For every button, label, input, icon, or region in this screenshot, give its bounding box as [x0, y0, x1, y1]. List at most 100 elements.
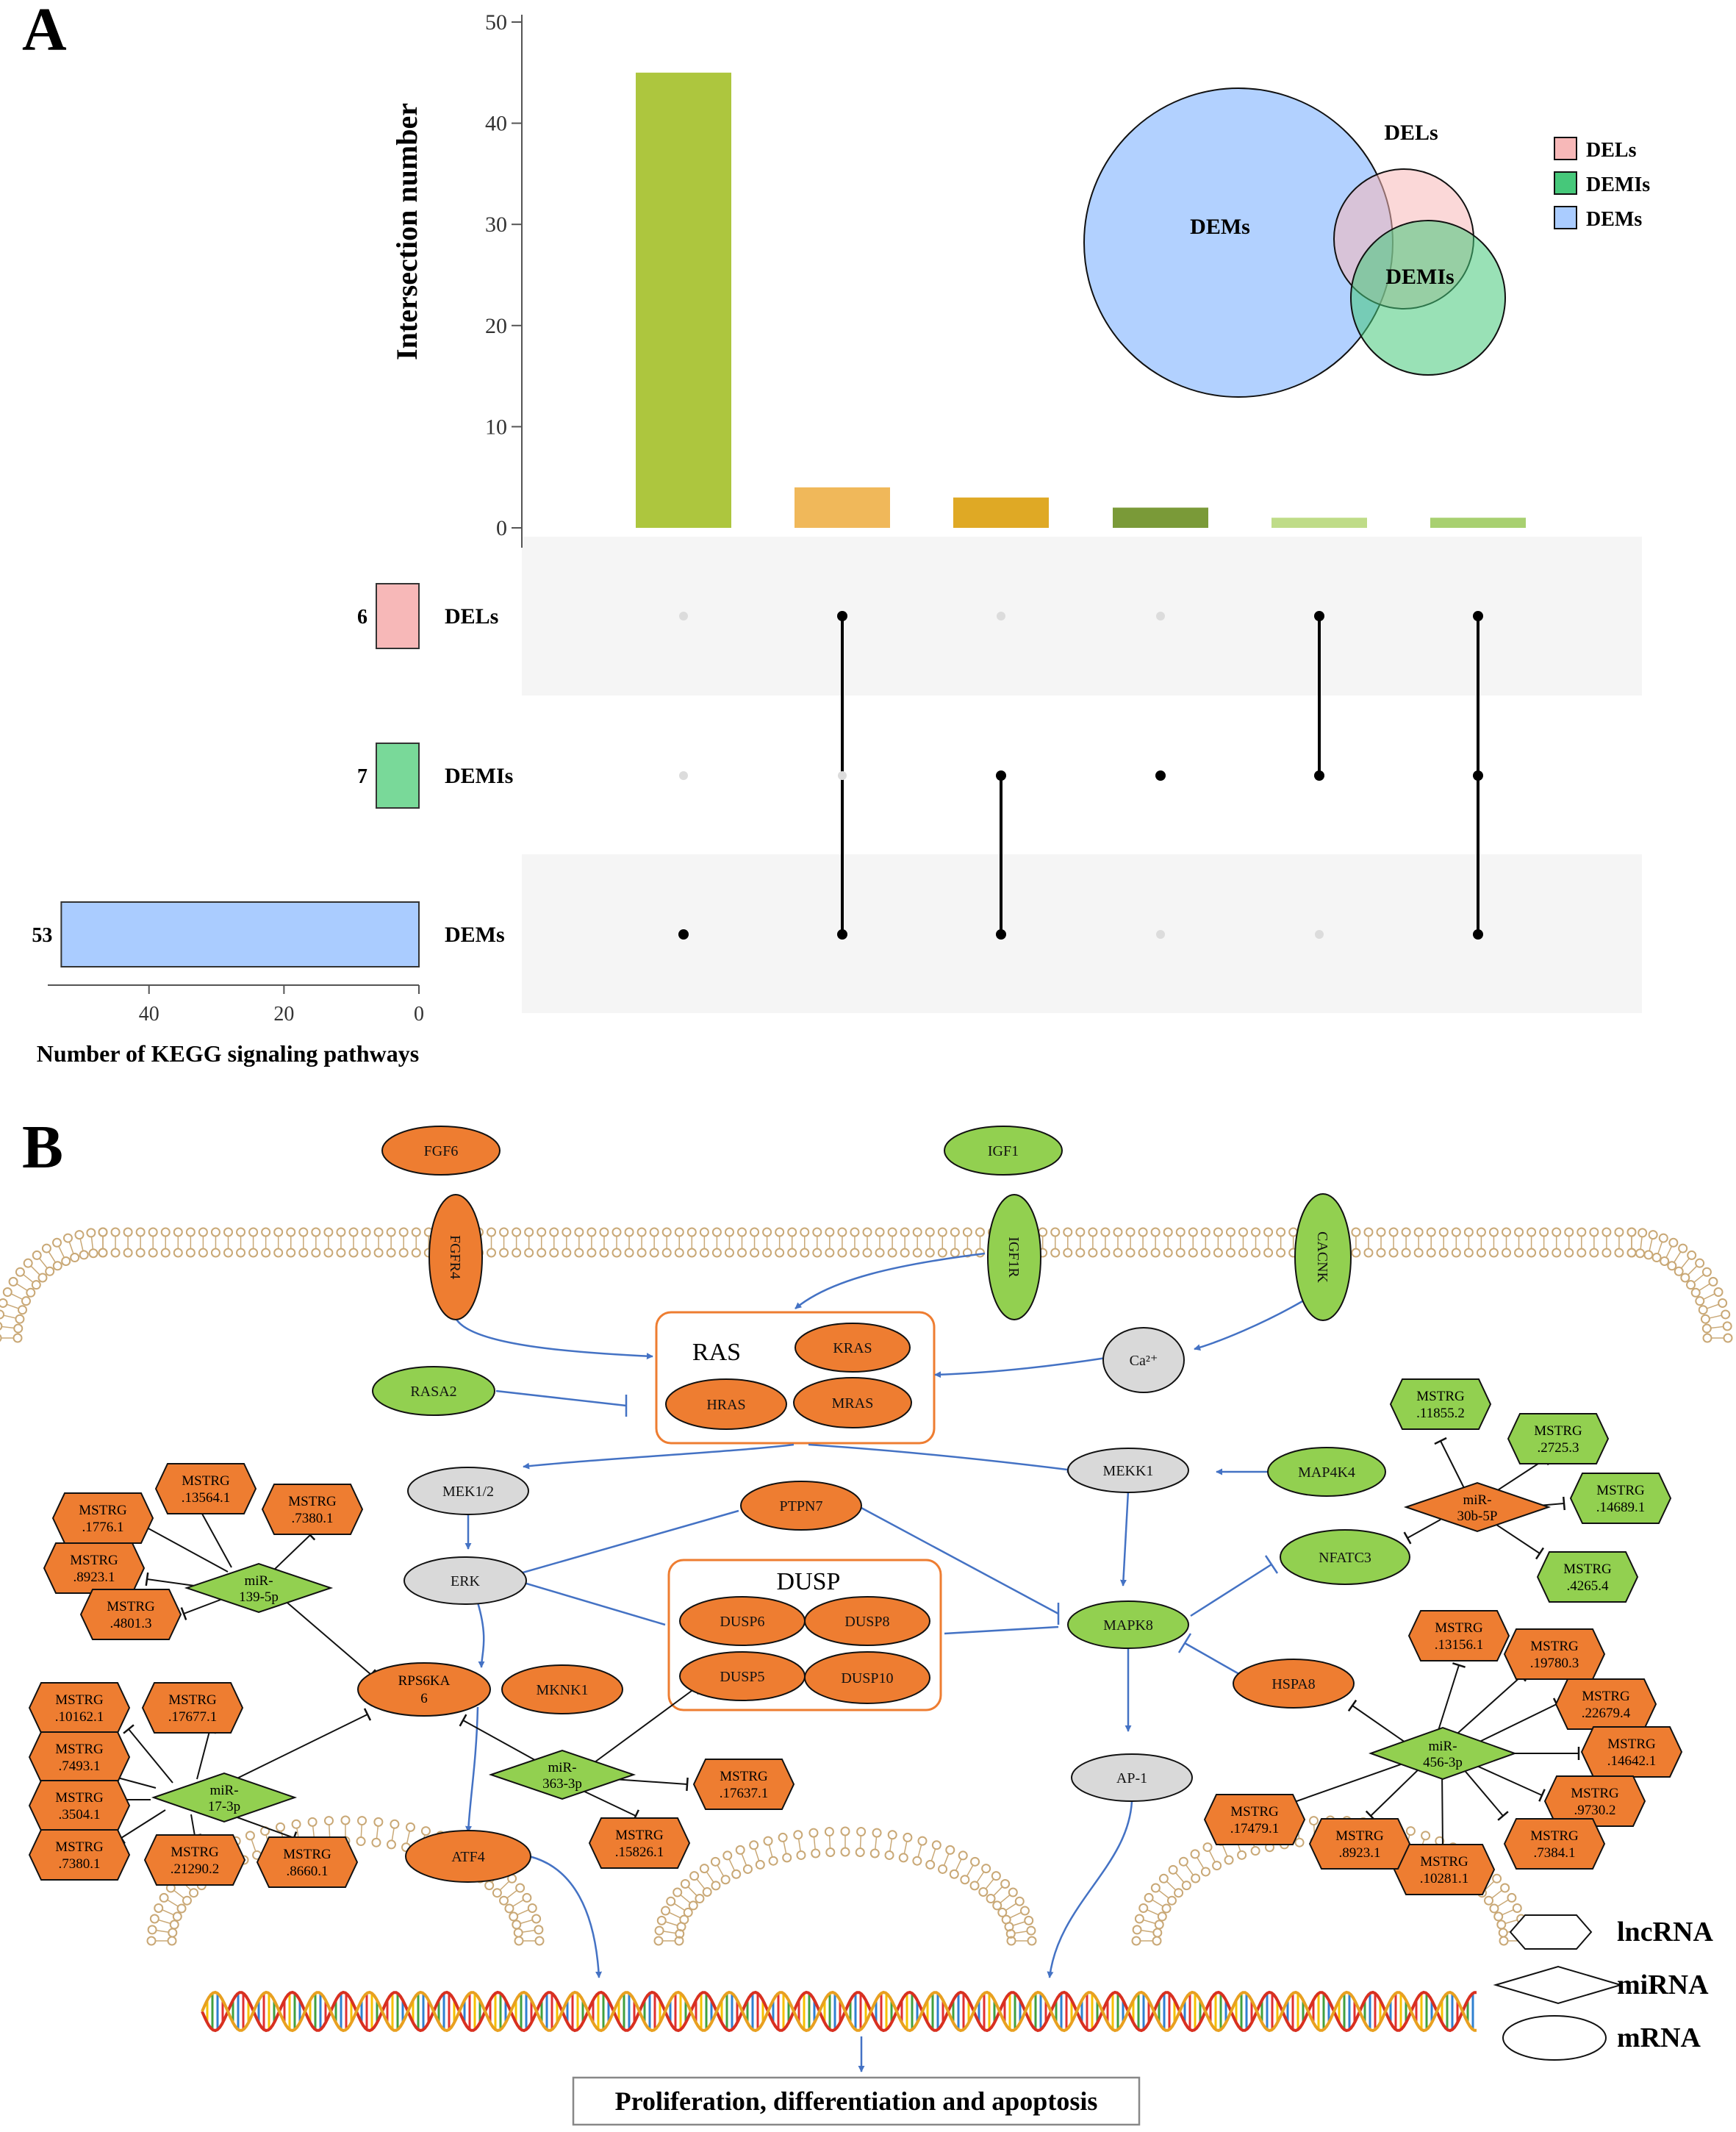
lipid-head — [1492, 1873, 1502, 1884]
lipid-head — [950, 1227, 960, 1237]
lncrna-l14689: MSTRG.14689.1 — [1569, 1473, 1672, 1524]
edge-m456-l17479 — [1285, 1760, 1412, 1806]
node-atf4-label: ATF4 — [451, 1849, 485, 1865]
bar-4 — [1113, 507, 1208, 528]
lipid-head — [1493, 1911, 1504, 1922]
node-mekk1-shape — [1067, 1448, 1189, 1493]
lipid-tail — [1657, 1241, 1663, 1255]
lipid-head — [21, 1296, 31, 1306]
mirna-m363-shape — [488, 1749, 636, 1800]
lncrna-l2725: MSTRG.2725.3 — [1507, 1413, 1610, 1464]
lipid-head — [1308, 1816, 1319, 1826]
venn-label-dems: DEMs — [1190, 215, 1250, 239]
lncrna-l13156: MSTRG.13156.1 — [1407, 1610, 1510, 1661]
edge-ras-mekk1 — [808, 1443, 1074, 1473]
lipid-head — [1225, 1248, 1235, 1258]
lipid-head — [361, 1248, 371, 1258]
lipid-head — [537, 1227, 547, 1237]
lipid-head — [925, 1859, 936, 1870]
mirna-m30b-label-2: 30b-5P — [1457, 1509, 1498, 1524]
lipid-head — [1723, 1333, 1733, 1343]
lipid-head — [674, 1248, 684, 1258]
lipid-head — [699, 1248, 709, 1258]
lipid-tail — [155, 1929, 169, 1933]
lipid-head — [811, 1848, 821, 1859]
lncrna-l8923b-label-2: .8923.1 — [1339, 1845, 1381, 1861]
lipid-tail — [1484, 1881, 1495, 1891]
lipid-head — [1200, 1867, 1210, 1877]
lipid-tail — [1009, 1911, 1022, 1919]
lipid-head — [340, 1815, 351, 1825]
lipid-head — [793, 1830, 803, 1840]
lipid-head — [286, 1248, 296, 1258]
lncrna-l9730-label-1: MSTRG — [1571, 1786, 1619, 1801]
lipid-head — [1451, 1248, 1461, 1258]
lipid-head — [680, 1878, 690, 1889]
lipid-head — [812, 1227, 822, 1237]
lipid-head — [1175, 1227, 1186, 1237]
edge-m139-l13564 — [198, 1506, 232, 1568]
lipid-head — [695, 1894, 705, 1904]
lipid-head — [1019, 1906, 1030, 1916]
lncrna-l21290: MSTRG.21290.2 — [143, 1834, 246, 1886]
lipid-head — [1626, 1227, 1637, 1237]
lipid-tail — [1005, 1903, 1017, 1911]
node-ptpn7: PTPN7 — [740, 1481, 862, 1531]
lipid-head — [1250, 1846, 1260, 1856]
lipid-tail — [1673, 1251, 1682, 1263]
lipid-head — [487, 1248, 497, 1258]
lipid-head — [750, 1227, 760, 1237]
lipid-tail — [522, 1929, 536, 1933]
edge-rasa2-ras — [495, 1389, 627, 1407]
lipid-head — [1224, 1855, 1234, 1865]
lipid-head — [656, 1915, 667, 1925]
lipid-tail — [1649, 1238, 1653, 1252]
lipid-head — [1163, 1248, 1173, 1258]
lipid-head — [1213, 1227, 1223, 1237]
lipid-head — [537, 1248, 547, 1258]
lncrna-l2725-label-1: MSTRG — [1534, 1423, 1582, 1439]
lipid-tail — [1, 1326, 15, 1329]
lipid-head — [1635, 1248, 1646, 1259]
lipid-head — [960, 1875, 970, 1885]
edge-m139-l4801 — [183, 1599, 221, 1614]
mirna-m17-label-2: 17-3p — [208, 1799, 240, 1814]
lipid-head — [261, 1227, 271, 1237]
lipid-head — [887, 1830, 897, 1840]
lipid-tail — [985, 1878, 994, 1890]
lipid-head — [978, 1886, 989, 1897]
lipid-tail — [6, 1303, 20, 1309]
lipid-head — [373, 1227, 384, 1237]
node-cacnk-shape — [1294, 1193, 1352, 1321]
lipid-head — [862, 1227, 872, 1237]
lipid-head — [98, 1248, 108, 1258]
node-mek12-label: MEK1/2 — [442, 1484, 494, 1500]
lipid-tail — [328, 1824, 331, 1838]
lipid-tail — [687, 1886, 697, 1897]
lipid-head — [1552, 1227, 1562, 1237]
lipid-head — [937, 1248, 947, 1258]
lipid-tail — [68, 1241, 74, 1255]
legend-mirna-label: miRNA — [1617, 1970, 1709, 2000]
node-cacnk: CACNK — [1294, 1193, 1352, 1321]
lipid-head — [1438, 1248, 1449, 1258]
lipid-head — [531, 1914, 542, 1924]
lipid-head — [1154, 1920, 1164, 1930]
lipid-head — [1175, 1248, 1186, 1258]
lipid-head — [970, 1856, 980, 1867]
lipid-head — [1498, 1928, 1508, 1938]
lipid-head — [837, 1227, 847, 1237]
node-mapk8: MAPK8 — [1067, 1600, 1189, 1649]
lipid-head — [1426, 1227, 1436, 1237]
lipid-tail — [1710, 1326, 1724, 1329]
edge-m17-l21290 — [190, 1814, 196, 1836]
lipid-head — [624, 1248, 634, 1258]
lncrna-l17479: MSTRG.17479.1 — [1203, 1794, 1306, 1845]
lipid-head — [912, 1248, 922, 1258]
y-axis-title: Intersection number — [390, 103, 423, 360]
lipid-tail — [1699, 1283, 1711, 1292]
mirna-m139-label-1: miR- — [244, 1573, 273, 1589]
lipid-tail — [161, 1909, 175, 1916]
node-ap1-label: AP-1 — [1116, 1770, 1147, 1786]
lipid-tail — [506, 1889, 518, 1899]
